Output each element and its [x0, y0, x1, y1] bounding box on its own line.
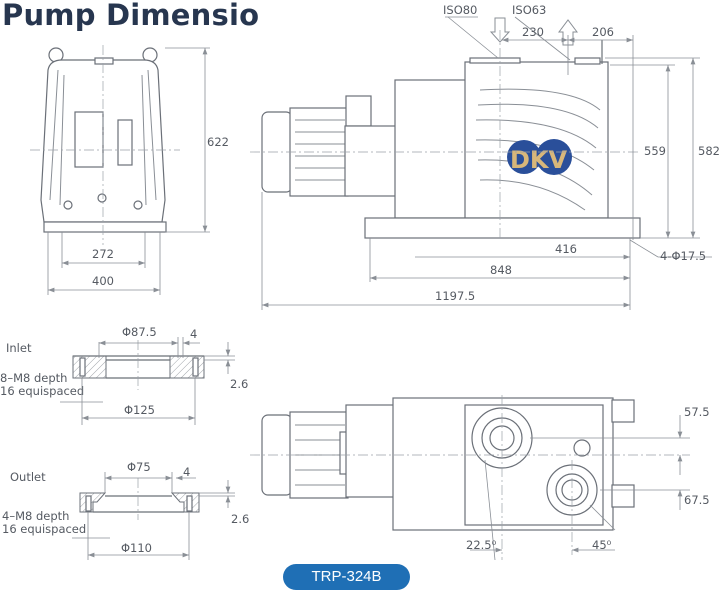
- dim-416: 416: [555, 242, 577, 256]
- side-view: DKV ISO80 ISO63 230 206 559 582 416 4-Φ1…: [250, 3, 720, 310]
- outlet-step: 4: [183, 465, 190, 479]
- outlet-holes-line2: 16 equispaced: [2, 522, 86, 536]
- angle-45: 45⁰: [592, 538, 612, 552]
- front-base: [43, 221, 167, 233]
- top-view: 57.5 67.5 22.5⁰ 45⁰: [250, 395, 710, 561]
- dim-foot-spacing-272: 272: [92, 247, 114, 261]
- outlet-label: Outlet: [10, 470, 46, 484]
- inlet-flange-section: Inlet Φ87.5 4 2.6 8–M8 depth 16 equispac…: [0, 325, 248, 425]
- label-mount-holes: 4-Φ17.5: [660, 249, 706, 263]
- side-base: [364, 217, 641, 239]
- outlet-outer-dia: Φ110: [121, 541, 152, 555]
- dkv-logo-text: DKV: [510, 146, 568, 174]
- outlet-flange-section: Outlet Φ75 4 2.6 4–M8 depth 16 equispace…: [2, 460, 249, 560]
- front-view: 622 272 400: [30, 45, 229, 295]
- model-badge: TRP-324B: [283, 564, 410, 590]
- inlet-inner-dia: Φ87.5: [122, 325, 157, 339]
- inlet-label: Inlet: [6, 341, 32, 355]
- outlet-arrow-icon: [558, 19, 578, 46]
- label-iso63: ISO63: [512, 3, 546, 17]
- inlet-arrow-icon: [489, 17, 511, 43]
- label-iso80: ISO80: [443, 3, 477, 17]
- inlet-thickness: 2.6: [230, 377, 248, 391]
- dim-height-622: 622: [207, 135, 229, 149]
- dim-67-5: 67.5: [684, 493, 710, 507]
- outlet-holes-line1: 4–M8 depth: [2, 509, 69, 523]
- outlet-inner-dia: Φ75: [127, 460, 151, 474]
- inlet-outer-dia: Φ125: [124, 403, 155, 417]
- dim-1197-5: 1197.5: [435, 289, 475, 303]
- inlet-holes-line2: 16 equispaced: [0, 384, 84, 398]
- dim-57-5: 57.5: [684, 405, 710, 419]
- dim-559: 559: [644, 144, 666, 158]
- dim-848: 848: [490, 263, 512, 277]
- dim-width-400: 400: [92, 274, 114, 288]
- terminal-box: [345, 95, 372, 127]
- dim-230: 230: [522, 25, 544, 39]
- dim-582: 582: [698, 144, 720, 158]
- angle-22-5: 22.5⁰: [466, 538, 497, 552]
- dkv-logo: DKV: [507, 139, 572, 175]
- inlet-step: 4: [190, 327, 197, 341]
- inlet-holes-line1: 8–M8 depth: [0, 371, 67, 385]
- outlet-thickness: 2.6: [231, 512, 249, 526]
- page-title: Pump Dimensio: [2, 0, 260, 32]
- dim-206: 206: [592, 25, 614, 39]
